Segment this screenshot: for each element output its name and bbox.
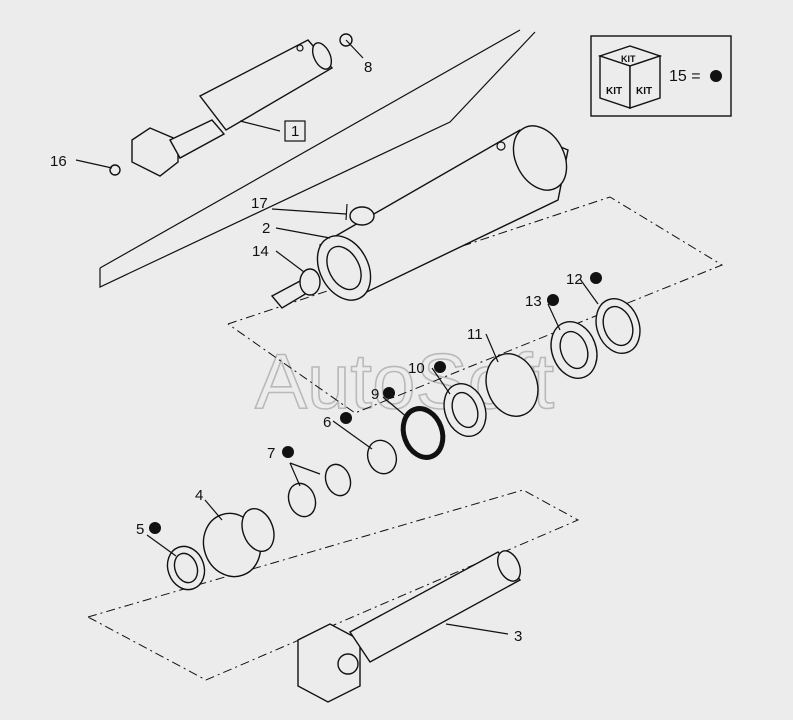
leader-lines: [75, 39, 599, 635]
kit-legend: KIT KIT KIT 15 =: [590, 35, 732, 117]
callout-10: 10: [408, 360, 425, 377]
seal-group-outline: [227, 196, 724, 414]
piston-rod: [297, 550, 522, 703]
callout-3: 3: [514, 628, 522, 645]
callout-17: 17: [251, 195, 268, 212]
kit-top-label: KIT: [621, 54, 636, 64]
callout-11: 11: [467, 326, 483, 343]
kit-legend-dot-icon: [710, 70, 722, 82]
kit-dot-icon: [383, 387, 395, 399]
seal-rings: [166, 298, 641, 591]
callout-1-box: [284, 120, 306, 142]
callout-13: 13: [525, 293, 542, 310]
callout-1: 1: [291, 123, 299, 140]
callout-6: 6: [323, 414, 331, 431]
kit-cube-icon: [597, 45, 663, 109]
kit-dot-icon: [149, 522, 161, 534]
callout-7: 7: [267, 445, 275, 462]
callout-14: 14: [252, 243, 269, 260]
callout-16: 16: [50, 153, 67, 170]
kit-legend-text: 15 =: [669, 68, 701, 85]
complete-cylinder: [131, 39, 334, 177]
grease-nipple-left: [109, 164, 121, 176]
assembly-outline: [99, 31, 536, 288]
kit-right-label: KIT: [636, 86, 652, 97]
kit-dots: [149, 272, 602, 534]
kit-left-label: KIT: [606, 86, 622, 97]
kit-dot-icon: [282, 446, 294, 458]
cylinder-barrel: [316, 125, 569, 301]
kit-dot-icon: [340, 412, 352, 424]
kit-dot-icon: [547, 294, 559, 306]
callout-5: 5: [136, 521, 144, 538]
rod-group-outline: [87, 489, 580, 681]
pin: [345, 203, 348, 221]
callout-9: 9: [371, 386, 379, 403]
callout-2: 2: [262, 220, 270, 237]
kit-dot-icon: [590, 272, 602, 284]
callout-4: 4: [195, 487, 203, 504]
callout-8: 8: [364, 59, 372, 76]
kit-dot-icon: [434, 361, 446, 373]
callout-12: 12: [566, 271, 583, 288]
